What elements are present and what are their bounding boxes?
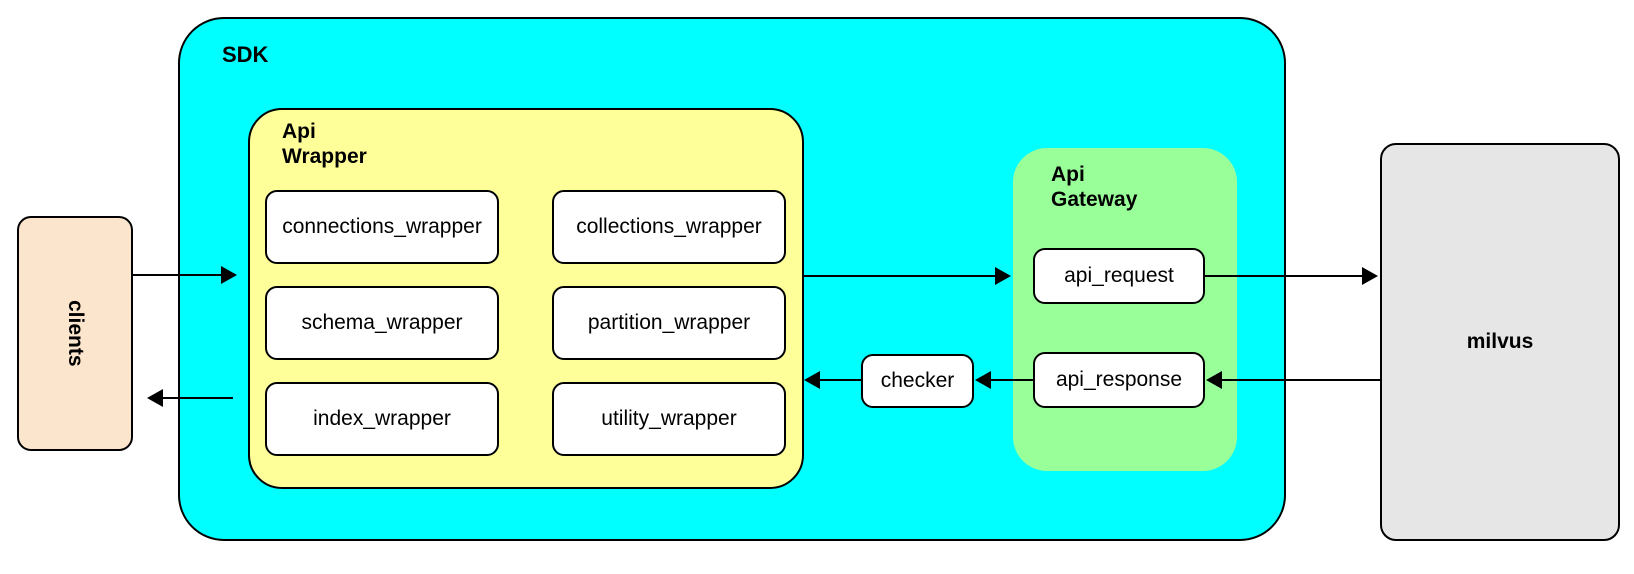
connector-api-request-to-milvus xyxy=(1205,275,1363,277)
connector-api-wrapper-to-api-gateway xyxy=(802,275,997,277)
arrowhead-milvus-to-api-response xyxy=(1206,371,1222,389)
module-collections-wrapper[interactable]: collections_wrapper xyxy=(552,190,786,264)
milvus-label: milvus xyxy=(1466,330,1534,353)
connector-milvus-to-api-response xyxy=(1222,379,1382,381)
arrowhead-checker-to-api-wrapper xyxy=(804,371,820,389)
sdk-label: SDK xyxy=(222,42,269,67)
module-connections-wrapper[interactable]: connections_wrapper xyxy=(265,190,499,264)
module-schema-wrapper[interactable]: schema_wrapper xyxy=(265,286,499,360)
module-partition-wrapper[interactable]: partition_wrapper xyxy=(552,286,786,360)
clients-node[interactable]: clients xyxy=(17,216,133,451)
api-wrapper-label: Api Wrapper xyxy=(282,120,367,168)
api-gateway-container[interactable]: Api Gateway xyxy=(1013,148,1237,471)
api-gateway-label: Api Gateway xyxy=(1051,163,1138,211)
arrowhead-api-request-to-milvus xyxy=(1362,267,1378,285)
arrowhead-api-wrapper-to-clients xyxy=(147,389,163,407)
checker-node[interactable]: checker xyxy=(861,354,974,408)
arrowhead-clients-to-api-wrapper xyxy=(221,266,237,284)
module-index-wrapper[interactable]: index_wrapper xyxy=(265,382,499,456)
arrowhead-api-wrapper-to-api-gateway xyxy=(995,267,1011,285)
module-api-response[interactable]: api_response xyxy=(1033,352,1205,408)
connector-clients-to-api-wrapper xyxy=(133,274,223,276)
arrowhead-api-response-to-checker xyxy=(975,371,991,389)
module-utility-wrapper[interactable]: utility_wrapper xyxy=(552,382,786,456)
connector-api-wrapper-to-clients xyxy=(163,397,233,399)
module-api-request[interactable]: api_request xyxy=(1033,248,1205,304)
clients-label: clients xyxy=(64,300,87,367)
connector-api-response-to-checker xyxy=(991,379,1033,381)
milvus-node[interactable]: milvus xyxy=(1380,143,1620,541)
connector-checker-to-api-wrapper xyxy=(820,379,861,381)
